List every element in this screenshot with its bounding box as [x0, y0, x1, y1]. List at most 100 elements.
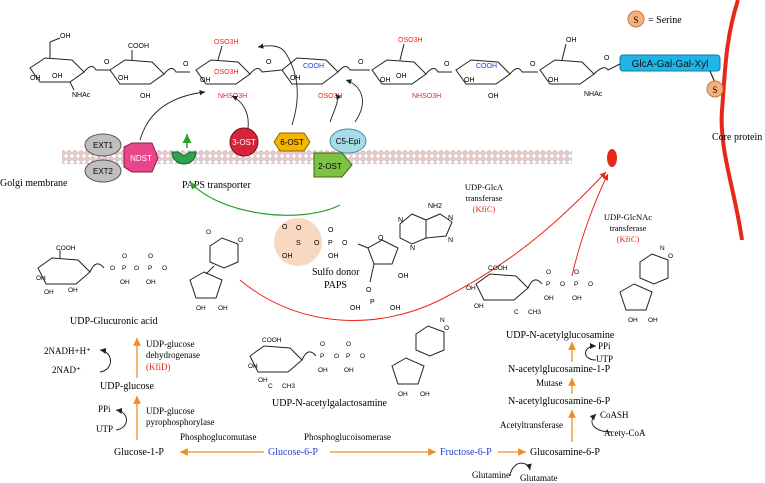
- svg-text:O: O: [183, 61, 189, 68]
- ext2-enzyme: [84, 159, 122, 183]
- left-ppi-label: PPi: [98, 404, 111, 414]
- nag1p-label: N-acetylglucosamine-1-P: [508, 364, 611, 375]
- sugar-ring-2: COOH OH OH: [109, 43, 165, 100]
- svg-text:O: O: [314, 240, 320, 247]
- svg-text:O: O: [588, 281, 593, 288]
- udp-galnac-label: UDP-N-acetylgalactosamine: [272, 398, 388, 409]
- svg-text:O: O: [282, 224, 288, 231]
- ost6-enzyme: [273, 132, 311, 152]
- svg-text:OH: OH: [218, 305, 228, 312]
- svg-text:COOH: COOH: [56, 245, 76, 252]
- svg-text:NHAc: NHAc: [72, 92, 91, 99]
- svg-text:OH: OH: [398, 391, 408, 398]
- membrane-enzymes: EXT1 EXT2 NDST 3-OST 6-OST C5-Epi 2-OST: [84, 127, 617, 183]
- heparan-sulfate-chain: OH OH OH NHAc O COOH OH OH O OSO3H OSO3H…: [29, 33, 621, 100]
- svg-text:N: N: [440, 317, 445, 324]
- ext1-enzyme: [84, 133, 122, 157]
- sugar-ring-7: OH OH NHAc: [539, 37, 603, 98]
- svg-text:COOH: COOH: [128, 43, 149, 50]
- phosphoglucoisomerase-label: Phosphoglucoisomerase: [304, 432, 391, 442]
- svg-text:O: O: [378, 235, 384, 242]
- svg-text:O: O: [328, 227, 334, 234]
- svg-text:OH: OH: [44, 289, 54, 296]
- serine-legend-label: = Serine: [648, 15, 682, 26]
- pyrophosphorylase-line2: pyrophosphorylase: [146, 417, 215, 427]
- paps-label-line2: PAPS: [324, 280, 347, 291]
- kfic-membrane-enzyme: [607, 149, 617, 167]
- dehydrogenase-enzyme: (KfiD): [146, 362, 171, 372]
- coash-label: CoASH: [600, 410, 629, 420]
- svg-text:N: N: [448, 237, 453, 244]
- svg-text:O: O: [604, 55, 610, 62]
- glca-transferase-line1: UDP-GlcA: [465, 182, 504, 192]
- glcnac-transferase-enzyme: (KfiC): [617, 234, 640, 244]
- ost3-enzyme: [229, 127, 259, 157]
- svg-text:OSO3H: OSO3H: [398, 37, 423, 44]
- serine-attachment: [706, 80, 724, 98]
- c5epi-enzyme: [329, 128, 367, 154]
- ext2-label: EXT2: [93, 167, 114, 176]
- svg-text:O: O: [148, 253, 153, 260]
- svg-text:S: S: [296, 240, 301, 247]
- svg-text:O: O: [296, 225, 302, 232]
- svg-text:C: C: [514, 309, 519, 316]
- sugar-ring-3: OSO3H OSO3H OH NHSO3H: [195, 39, 251, 100]
- svg-text:OH: OH: [488, 93, 499, 100]
- nag6p-label: N-acetylglucosamine-6-P: [508, 396, 611, 407]
- left-utp-label: UTP: [96, 424, 113, 434]
- sugar-ring-1: OH OH OH NHAc: [29, 33, 91, 99]
- svg-text:N: N: [660, 245, 665, 252]
- paps-molecule: S O OH O O P O OH O O OH O P OH OH NH2 N…: [274, 203, 453, 312]
- svg-text:OH: OH: [68, 287, 78, 294]
- svg-text:P: P: [320, 353, 324, 360]
- svg-text:OH: OH: [464, 77, 475, 84]
- right-pathway: Glucosamine-6-P Glutamine Glutamate Acet…: [472, 341, 646, 483]
- svg-text:O: O: [360, 353, 365, 360]
- right-ppi-label: PPi: [598, 341, 611, 351]
- svg-text:OH: OH: [146, 279, 156, 286]
- svg-text:OH: OH: [628, 317, 638, 324]
- svg-text:OH: OH: [350, 305, 361, 312]
- glucose-6p-label: Glucose-6-P: [268, 447, 318, 458]
- svg-text:O: O: [366, 287, 372, 294]
- phosphoglucomutase-label: Phosphoglucomutase: [180, 432, 257, 442]
- svg-text:OH: OH: [648, 317, 658, 324]
- svg-text:COOH: COOH: [262, 337, 282, 344]
- svg-text:P: P: [346, 353, 350, 360]
- glutamate-label: Glutamate: [520, 473, 558, 483]
- ost2-enzyme: [313, 152, 353, 178]
- linker-label: GlcA-Gal-Gal-Xyl: [632, 59, 709, 70]
- svg-text:NH2: NH2: [428, 203, 442, 210]
- svg-text:OH: OH: [474, 303, 484, 310]
- svg-text:OH: OH: [290, 75, 301, 82]
- svg-text:O: O: [444, 61, 450, 68]
- svg-text:OSO3H: OSO3H: [214, 39, 239, 46]
- serine-attachment-symbol: S: [712, 85, 717, 95]
- acetyl-coa-label: Acety-CoA: [604, 428, 646, 438]
- svg-text:O: O: [560, 281, 565, 288]
- svg-text:CH3: CH3: [282, 383, 295, 390]
- mutase-label: Mutase: [536, 378, 563, 388]
- svg-text:N: N: [410, 245, 415, 252]
- svg-text:OH: OH: [396, 73, 407, 80]
- serine-legend-symbol: S: [633, 15, 638, 25]
- glca-transferase-enzyme: (KfiC): [473, 204, 496, 214]
- svg-text:OH: OH: [572, 295, 582, 302]
- nad-label: 2NAD⁺: [52, 365, 81, 375]
- c5epi-label: C5-Epi: [336, 137, 361, 146]
- svg-text:P: P: [370, 299, 375, 306]
- left-pathway: 2NADH+H⁺ 2NAD⁺ UDP-glucose dehydrogenase…: [44, 338, 264, 458]
- svg-text:CH3: CH3: [528, 309, 541, 316]
- svg-text:O: O: [342, 240, 348, 247]
- sulfate-highlight: [274, 218, 322, 266]
- svg-text:OH: OH: [328, 253, 339, 260]
- svg-text:COOH: COOH: [303, 63, 324, 70]
- svg-text:OH: OH: [318, 367, 328, 374]
- svg-text:O: O: [320, 341, 325, 348]
- acetyltransferase-label: Acetyltransferase: [500, 420, 563, 430]
- svg-text:P: P: [148, 265, 152, 272]
- svg-text:O: O: [346, 341, 351, 348]
